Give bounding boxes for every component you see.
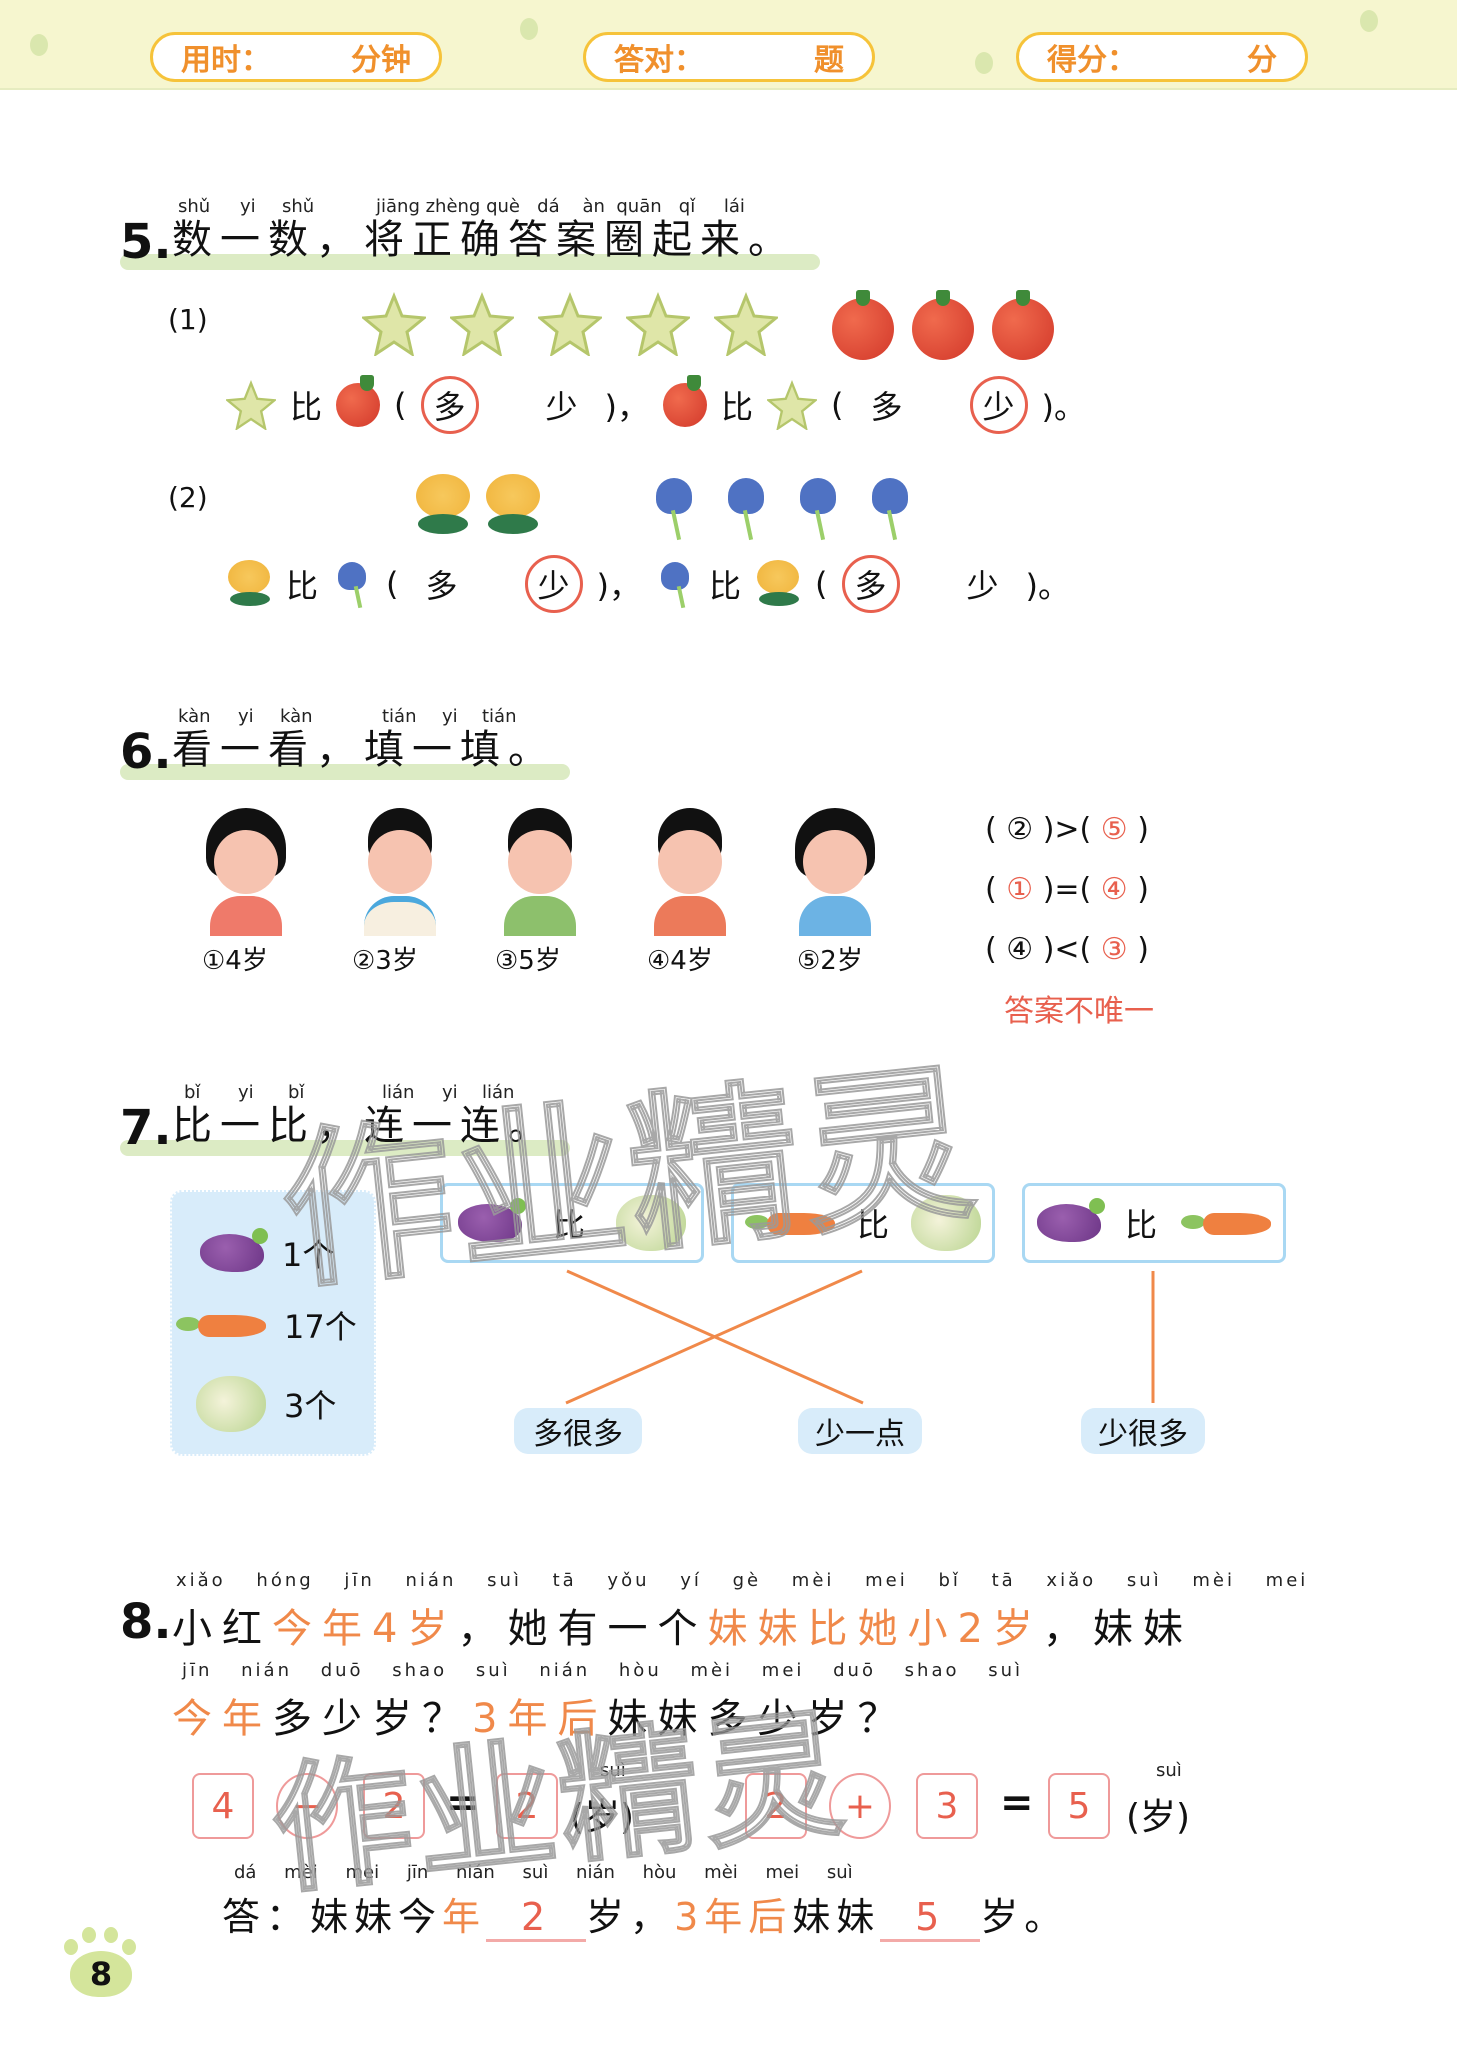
comparison-row: ( ① )=( ④ ) <box>985 872 1149 907</box>
blank-left[interactable]: ① <box>1006 872 1034 907</box>
answer-option[interactable]: 多很多 <box>514 1408 642 1454</box>
child-avatar-5 <box>785 808 885 938</box>
blank-right[interactable]: ⑤ <box>1100 812 1128 847</box>
answer-option[interactable]: 少一点 <box>798 1408 922 1454</box>
answer-option[interactable]: 少很多 <box>1081 1408 1205 1454</box>
child-label: ⑤2岁 <box>797 946 863 976</box>
chrysanthemum-icon <box>414 474 472 536</box>
child-avatar-2 <box>350 808 450 938</box>
circled-answer[interactable]: 少 <box>524 555 583 613</box>
blank-left[interactable]: ② <box>1006 812 1034 847</box>
option-more[interactable]: 多 <box>425 567 458 605</box>
part-label: (1) <box>168 303 208 336</box>
compare-box-carrot-cabbage[interactable]: 比 <box>731 1183 995 1263</box>
cabbage-icon <box>615 1195 686 1251</box>
paw-decoration-icon <box>975 52 993 74</box>
equation-box[interactable]: 2 <box>745 1773 807 1839</box>
starfruit-group <box>362 292 778 356</box>
compare-box-eggplant-cabbage[interactable]: 比 <box>440 1183 704 1263</box>
circled-answer[interactable]: 少 <box>969 376 1028 434</box>
equation-box[interactable]: 2 <box>363 1773 425 1839</box>
tomato-icon <box>663 375 707 427</box>
chrysanthemum-icon <box>484 474 542 536</box>
child-avatar-1 <box>196 808 296 938</box>
answer-note: 答案不唯一 <box>1004 994 1154 1029</box>
chrysanthemum-icon <box>226 560 272 608</box>
eggplant-icon <box>200 1228 268 1272</box>
compare-box-eggplant-carrot[interactable]: 比 <box>1022 1183 1286 1263</box>
equation-box[interactable]: 5 <box>1048 1773 1110 1839</box>
comparison-row: ( ④ )<( ③ ) <box>985 932 1149 967</box>
part-label: (2) <box>168 481 208 514</box>
correct-field[interactable]: 答对：题 <box>583 32 875 82</box>
equation-box[interactable]: 4 <box>192 1773 254 1839</box>
chrysanthemum-icon <box>755 560 801 608</box>
answer-blank[interactable]: 2 <box>486 1895 587 1942</box>
time-field[interactable]: 用时：分钟 <box>150 32 442 82</box>
child-label: ②3岁 <box>352 946 418 976</box>
q5-part2-sentence: 比 (多 少)， 比 (多 少)。 <box>226 555 1070 613</box>
child-avatar-4 <box>640 808 740 938</box>
iris-icon <box>332 558 372 610</box>
operator-circle[interactable]: + <box>829 1773 891 1839</box>
operator-circle[interactable]: − <box>276 1773 338 1839</box>
vegetable-count-legend: 1个 17个 3个 <box>170 1190 376 1456</box>
tomato-icon <box>832 290 894 360</box>
blank-right[interactable]: ④ <box>1100 872 1128 907</box>
equation-box[interactable]: 3 <box>916 1773 978 1839</box>
equation-box[interactable]: 2 <box>496 1773 558 1839</box>
paw-decoration-icon <box>1360 10 1378 32</box>
iris-icon <box>794 474 844 541</box>
chrysanthemum-group <box>414 474 542 536</box>
question-number: 5. <box>120 214 172 270</box>
score-field[interactable]: 得分：分 <box>1016 32 1308 82</box>
starfruit-icon <box>450 292 514 356</box>
circled-answer[interactable]: 多 <box>420 376 479 434</box>
carrot-icon <box>176 1311 266 1339</box>
paw-decoration-icon <box>520 18 538 40</box>
eggplant-icon <box>458 1198 527 1242</box>
starfruit-icon <box>714 292 778 356</box>
carrot-icon <box>744 1209 835 1237</box>
iris-icon <box>866 474 916 541</box>
circled-answer[interactable]: 多 <box>841 555 900 613</box>
child-label: ④4岁 <box>647 946 713 976</box>
blank-right[interactable]: ③ <box>1100 932 1128 967</box>
starfruit-icon <box>362 292 426 356</box>
iris-icon <box>650 474 700 541</box>
child-label: ①4岁 <box>202 946 268 976</box>
carrot-icon <box>1180 1209 1271 1237</box>
starfruit-icon <box>767 380 818 430</box>
cabbage-icon <box>196 1376 266 1432</box>
iris-icon <box>722 474 772 541</box>
iris-icon <box>655 558 695 610</box>
child-avatar-3 <box>490 808 590 938</box>
tomato-icon <box>912 290 974 360</box>
option-less[interactable]: 少 <box>966 567 999 605</box>
tomato-icon <box>992 290 1054 360</box>
cabbage-icon <box>910 1195 981 1251</box>
question-title: 数一数，将正确答案圈起来。 <box>172 217 796 263</box>
child-label: ③5岁 <box>495 946 561 976</box>
answer-blank[interactable]: 5 <box>880 1895 981 1942</box>
blank-left[interactable]: ④ <box>1006 932 1034 967</box>
page-number-badge: 8 <box>62 1925 138 1997</box>
paw-decoration-icon <box>30 34 48 56</box>
option-less[interactable]: 少 <box>545 388 578 426</box>
eggplant-icon <box>1036 1198 1105 1242</box>
starfruit-icon <box>226 380 276 430</box>
option-more[interactable]: 多 <box>870 388 903 426</box>
starfruit-icon <box>626 292 690 356</box>
tomato-icon <box>336 375 381 427</box>
q5-part1-sentence: 比 (多 少)， 比 (多 少)。 <box>226 375 1086 434</box>
iris-group <box>650 474 916 541</box>
starfruit-icon <box>538 292 602 356</box>
tomato-group <box>832 290 1054 360</box>
comparison-row: ( ② )>( ⑤ ) <box>985 812 1149 847</box>
